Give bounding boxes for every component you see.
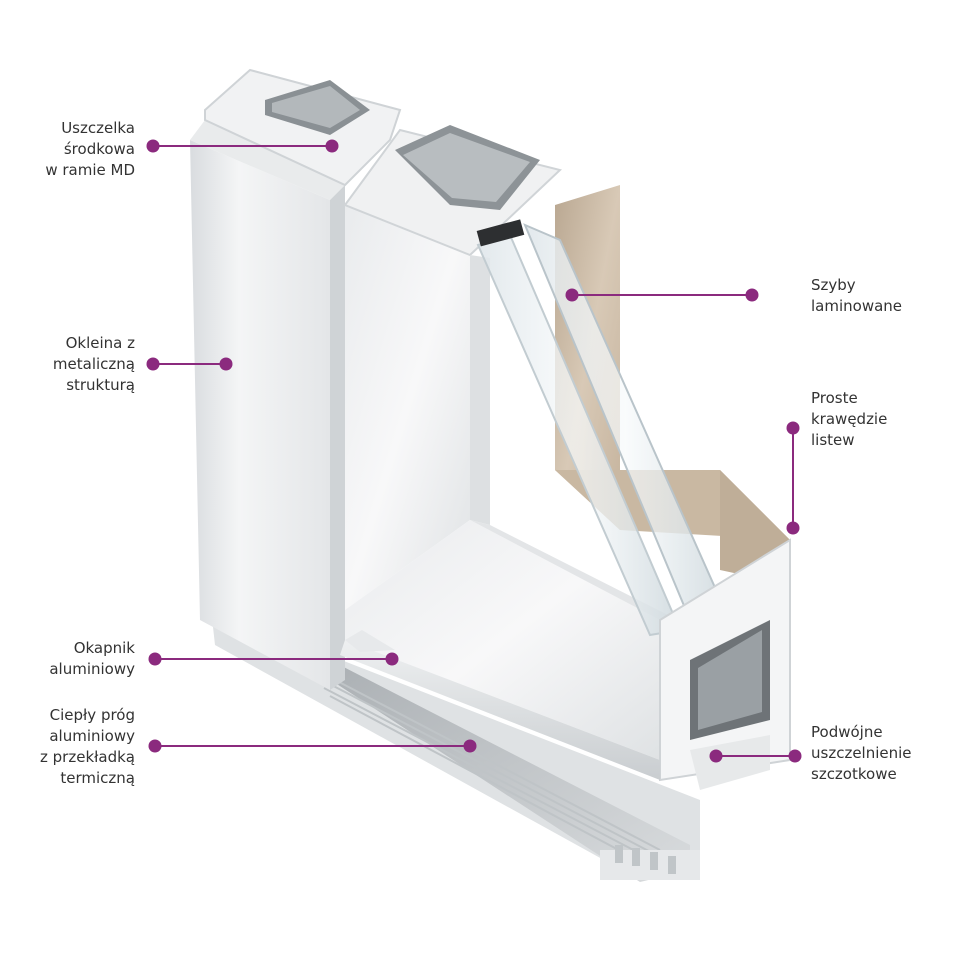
marker-warm-threshold-part (463, 739, 477, 753)
label-aluminium-drip: Okapnik aluminiowy (49, 638, 135, 680)
label-line: z przekładką (40, 748, 135, 766)
label-line: Szyby (811, 276, 856, 294)
marker-aluminium-drip-part (385, 652, 399, 666)
marker-metallic-veneer-label (146, 357, 160, 371)
marker-laminated-glass-label (745, 288, 759, 302)
label-line: krawędzie (811, 410, 888, 428)
marker-aluminium-drip-label (148, 652, 162, 666)
bottom-frame-section (659, 538, 791, 790)
label-line: środkowa (63, 140, 135, 158)
label-line: Proste (811, 389, 858, 407)
label-line: uszczelnienie (811, 744, 912, 762)
label-line: Okleina z (65, 334, 135, 352)
label-line: termiczną (60, 769, 135, 787)
aluminium-drip-cap (340, 630, 660, 780)
label-line: listew (811, 431, 855, 449)
label-line: w ramie MD (45, 161, 135, 179)
label-line: metaliczną (52, 355, 135, 373)
label-warm-threshold: Ciepły próg aluminiowy z przekładką term… (40, 705, 135, 789)
label-line: Okapnik (73, 639, 135, 657)
label-double-brush-seal: Podwójne uszczelnienie szczotkowe (811, 722, 912, 785)
label-line: laminowane (811, 297, 903, 315)
label-laminated-glass: Szyby laminowane (811, 275, 902, 317)
marker-double-brush-seal-label (788, 749, 802, 763)
label-straight-bead-edges: Proste krawędzie listew (811, 388, 887, 451)
label-line: Ciepły próg (49, 706, 135, 724)
label-center-seal: Uszczelka środkowa w ramie MD (45, 118, 135, 181)
marker-straight-bead-edges-part (786, 521, 800, 535)
marker-laminated-glass-part (565, 288, 579, 302)
label-line: aluminiowy (49, 660, 135, 678)
label-metallic-veneer: Okleina z metaliczną strukturą (53, 333, 135, 396)
marker-double-brush-seal-part (709, 749, 723, 763)
label-line: Podwójne (811, 723, 883, 741)
label-line: szczotkowe (811, 765, 897, 783)
marker-metallic-veneer-part (219, 357, 233, 371)
marker-warm-threshold-label (148, 739, 162, 753)
marker-center-seal-part (325, 139, 339, 153)
marker-center-seal-label (146, 139, 160, 153)
sash-profile (343, 125, 668, 760)
label-line: strukturą (66, 376, 135, 394)
label-line: aluminiowy (49, 727, 135, 745)
outer-frame-jamb (190, 68, 402, 690)
marker-straight-bead-edges-label (786, 421, 800, 435)
label-line: Uszczelka (61, 119, 135, 137)
